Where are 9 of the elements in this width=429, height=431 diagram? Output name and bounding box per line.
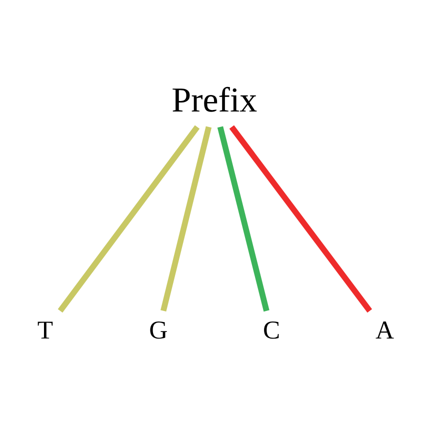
connector — [228, 124, 372, 312]
connector — [160, 126, 212, 312]
connector — [216, 126, 269, 312]
node-text: G — [148, 315, 168, 344]
node-text: C — [262, 315, 280, 344]
connector — [57, 124, 200, 312]
node-text: Prefix — [171, 80, 257, 120]
node-text: T — [36, 315, 53, 344]
node-text: A — [375, 315, 394, 344]
